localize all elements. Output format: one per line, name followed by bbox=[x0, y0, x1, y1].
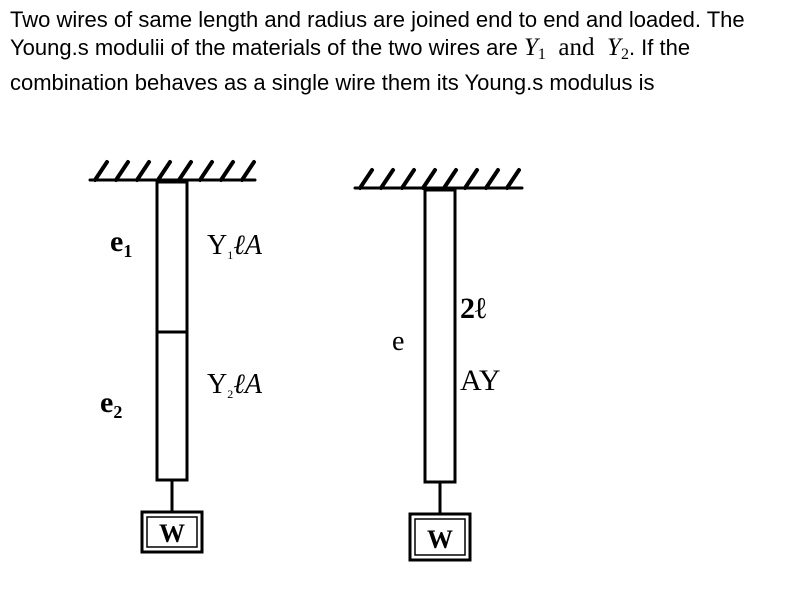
e-label: e bbox=[392, 326, 404, 357]
right-weight-box bbox=[408, 512, 472, 562]
ay-label: AY bbox=[460, 364, 501, 397]
question-part1: Two wires of same length and radius are … bbox=[10, 7, 745, 60]
wire-segment-2 bbox=[155, 330, 189, 482]
question-part2: . If the combination behaves as a single… bbox=[10, 35, 691, 95]
wire-segment-1 bbox=[155, 180, 189, 334]
left-weight-box bbox=[140, 510, 204, 554]
y1-l-a-label: Y1ℓA bbox=[207, 230, 263, 262]
e1-label: e1 bbox=[110, 225, 132, 261]
e2-label: e2 bbox=[100, 386, 122, 422]
length-2l-label: 2ℓ bbox=[460, 292, 486, 325]
right-ceiling-support bbox=[353, 168, 524, 190]
left-weight-label: W bbox=[159, 519, 185, 548]
y2-l-a-label: Y2ℓA bbox=[207, 369, 263, 401]
right-weight-label: W bbox=[427, 525, 453, 554]
question-text: Two wires of same length and radius are … bbox=[10, 6, 790, 97]
and-word: and bbox=[558, 34, 595, 61]
left-ceiling-support bbox=[88, 160, 257, 182]
single-wire bbox=[423, 188, 457, 484]
y1-symbol: Y1 and Y2 bbox=[524, 34, 629, 63]
